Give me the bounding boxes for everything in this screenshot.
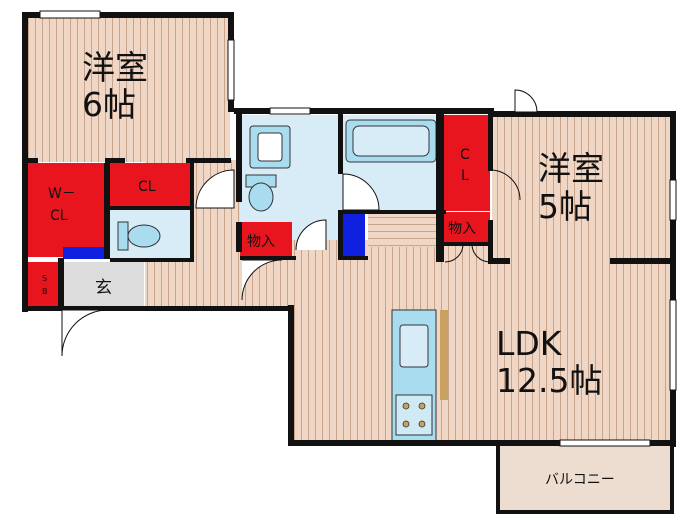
cl-left-label: CL <box>138 179 156 195</box>
shoe-box-label-top: S <box>42 274 47 283</box>
cl-right-storage <box>444 115 490 211</box>
windows <box>39 10 677 447</box>
entrance-label: 玄 <box>95 278 112 298</box>
ldk-size: 12.5帖 <box>496 361 602 400</box>
monoire-right-label: 物入 <box>448 221 476 237</box>
monoire-left-label: 物入 <box>247 234 275 250</box>
western-room-5-size: 5帖 <box>538 187 592 226</box>
kitchen-backsplash <box>440 310 448 400</box>
balcony-floor <box>500 446 670 512</box>
cl-right-label-line2: L <box>461 168 469 184</box>
wcl-label-line1: W－ <box>48 186 76 202</box>
cl-right-label-line1: C <box>460 147 470 163</box>
ldk-name: LDK <box>496 324 563 363</box>
doors <box>61 89 538 357</box>
step-floor <box>368 212 445 247</box>
ldk-floor <box>292 240 672 444</box>
entrance-floor <box>62 262 144 308</box>
kitchen-sink <box>399 324 429 368</box>
toilet-tank <box>117 221 129 251</box>
western-room-6-floor <box>28 16 230 162</box>
cl-left-storage <box>110 163 192 207</box>
wcl-storage <box>28 163 105 257</box>
wcl-label-line2: CL <box>50 208 68 224</box>
monoire-right-storage <box>444 212 490 244</box>
blue-storage-mid <box>343 213 365 259</box>
walls <box>22 12 676 514</box>
kitchen-stove <box>395 394 433 436</box>
washroom-toilet-bowl <box>248 182 274 212</box>
western-room-6-size: 6帖 <box>82 85 136 124</box>
western-room-5-name: 洋室 <box>538 149 604 188</box>
balcony-label: バルコニー <box>545 472 615 488</box>
blue-storage-left <box>63 247 105 259</box>
shoe-box <box>28 262 62 308</box>
western-room-5-floor <box>492 115 672 265</box>
toilet-bowl <box>127 224 161 248</box>
western-room-6-name: 洋室 <box>82 48 148 87</box>
monoire-left-storage <box>240 222 292 258</box>
shoe-box-label-bottom: B <box>42 287 48 296</box>
